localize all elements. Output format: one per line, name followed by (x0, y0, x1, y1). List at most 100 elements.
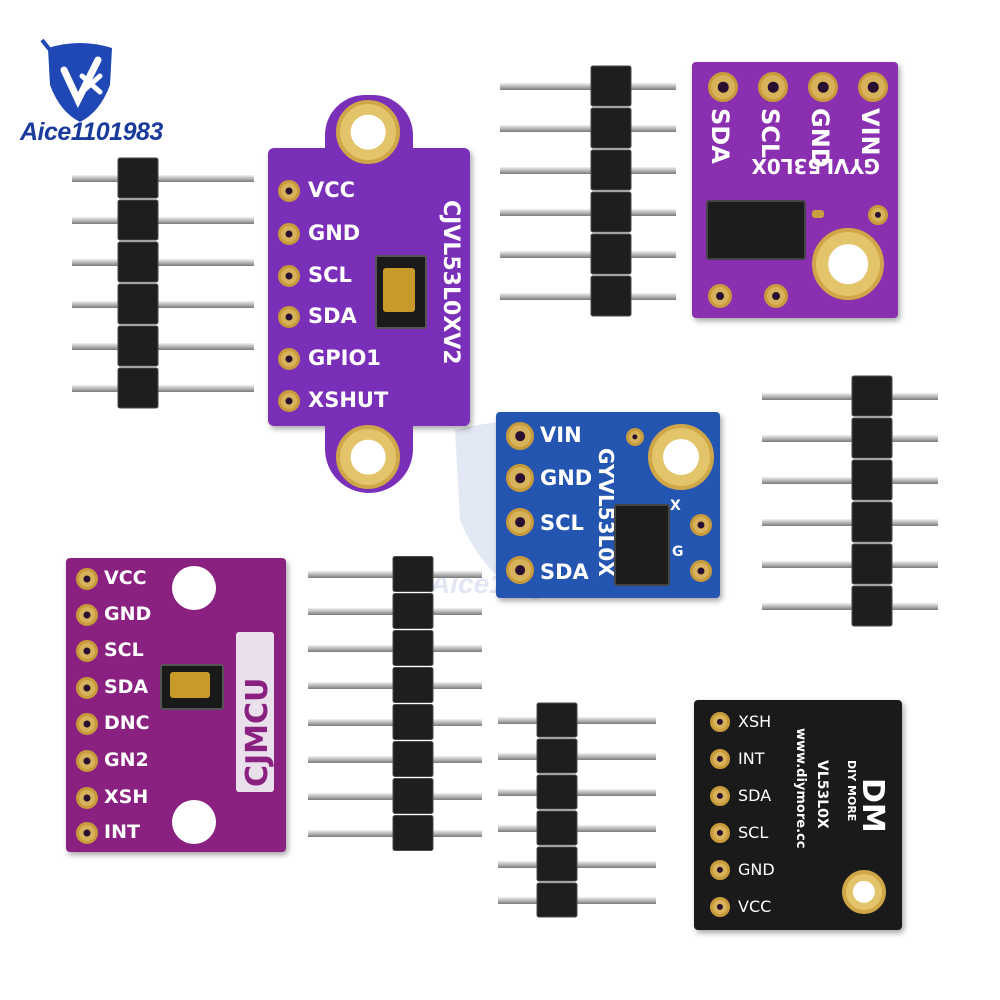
sensor-window-icon (383, 268, 415, 312)
pin-label: GND (308, 221, 361, 245)
header-block (590, 275, 632, 317)
header-block (392, 667, 434, 703)
board-logo-text: DM (855, 778, 890, 833)
header-block (392, 556, 434, 592)
header-block (851, 501, 893, 543)
header-block (392, 630, 434, 666)
header-pin (72, 217, 254, 224)
pin-pad-icon (506, 464, 534, 492)
pin-pad-icon (76, 640, 98, 662)
pin-pad-icon (76, 750, 98, 772)
board-site-text: www.diymore.cc (793, 728, 808, 849)
board-model-text: VL53L0X (814, 760, 830, 829)
pin-label: GND (104, 603, 152, 625)
pin-pad-icon (808, 72, 838, 102)
pin-pad-icon (506, 556, 534, 584)
pin-pad-icon (76, 787, 98, 809)
pin-pad-icon (76, 604, 98, 626)
mount-hole-icon (812, 228, 884, 300)
header-pin (762, 477, 938, 484)
header-pin (72, 343, 254, 350)
pin-label: SDA (104, 676, 149, 698)
header-block (392, 704, 434, 740)
header-block (536, 774, 578, 810)
header-block (117, 325, 159, 367)
header-pin (762, 603, 938, 610)
pin-pad-icon (278, 390, 300, 412)
header-pin (72, 301, 254, 308)
header-block (392, 741, 434, 777)
header-block (851, 585, 893, 627)
pin-label: SCL (308, 263, 352, 287)
pin-pad-icon (626, 428, 644, 446)
header-block (117, 199, 159, 241)
pin-label: GND (540, 466, 593, 490)
header-block (536, 738, 578, 774)
pin-pad-icon (278, 265, 300, 287)
header-block (117, 283, 159, 325)
header-pin (72, 259, 254, 266)
pin-pad-icon (758, 72, 788, 102)
header-block (590, 149, 632, 191)
pin-pad-icon (278, 348, 300, 370)
board-model-text: CJMCU (240, 677, 275, 787)
mount-hole-icon (842, 870, 886, 914)
header-block (590, 233, 632, 275)
header-block (590, 107, 632, 149)
pin-pad-icon (708, 72, 738, 102)
header-block (590, 191, 632, 233)
pin-pad-icon (76, 568, 98, 590)
mount-hole-icon (648, 424, 714, 490)
pin-pad-icon (278, 306, 300, 328)
pin-pad-icon (764, 284, 788, 308)
header-pin (500, 251, 676, 258)
sensor-chip-icon (614, 504, 670, 586)
pin-pad-icon (710, 897, 730, 917)
header-pin (500, 83, 676, 90)
pin-pad-icon (710, 860, 730, 880)
brand-logo-icon (20, 30, 190, 160)
pin-label: DNC (104, 712, 150, 734)
header-block (117, 157, 159, 199)
header-pin (500, 167, 676, 174)
mount-hole-icon (336, 425, 400, 489)
header-block (536, 810, 578, 846)
pin-label: SCL (104, 639, 144, 661)
sensor-chip-icon (706, 200, 806, 260)
pin-pad-icon (858, 72, 888, 102)
header-block (392, 778, 434, 814)
pin-pad-icon (710, 749, 730, 769)
header-block (851, 543, 893, 585)
pin-pad-icon (710, 712, 730, 732)
pin-pad-icon (710, 786, 730, 806)
mount-hole-icon (172, 800, 216, 844)
pin-pad-icon (690, 514, 712, 536)
pin-label: SDA (738, 786, 772, 805)
header-pin (762, 561, 938, 568)
board-model-text: CJVL53L0XV2 (438, 200, 463, 365)
pin-pad-icon (506, 422, 534, 450)
header-block (536, 882, 578, 918)
pin-label: VIN (540, 423, 582, 447)
pin-label: SDA (706, 108, 734, 164)
mark-x-text: X (670, 498, 681, 514)
pin-pad-icon (868, 205, 888, 225)
pin-label: GND (738, 860, 775, 879)
header-block (392, 815, 434, 851)
header-block (851, 417, 893, 459)
mark-g-text: G (672, 544, 684, 560)
pin-label: SDA (540, 560, 589, 584)
pin-pad-icon (506, 508, 534, 536)
capacitor-icon (812, 210, 824, 218)
pin-label: INT (738, 749, 765, 768)
pin-pad-icon (710, 823, 730, 843)
pin-pad-icon (76, 822, 98, 844)
pin-label: VIN (856, 108, 884, 156)
pin-label: GN2 (104, 749, 149, 771)
header-block (117, 241, 159, 283)
header-block (536, 702, 578, 738)
pin-label: XSH (738, 712, 772, 731)
sensor-window-icon (170, 672, 210, 698)
header-pin (72, 385, 254, 392)
pin-label: XSH (104, 786, 149, 808)
